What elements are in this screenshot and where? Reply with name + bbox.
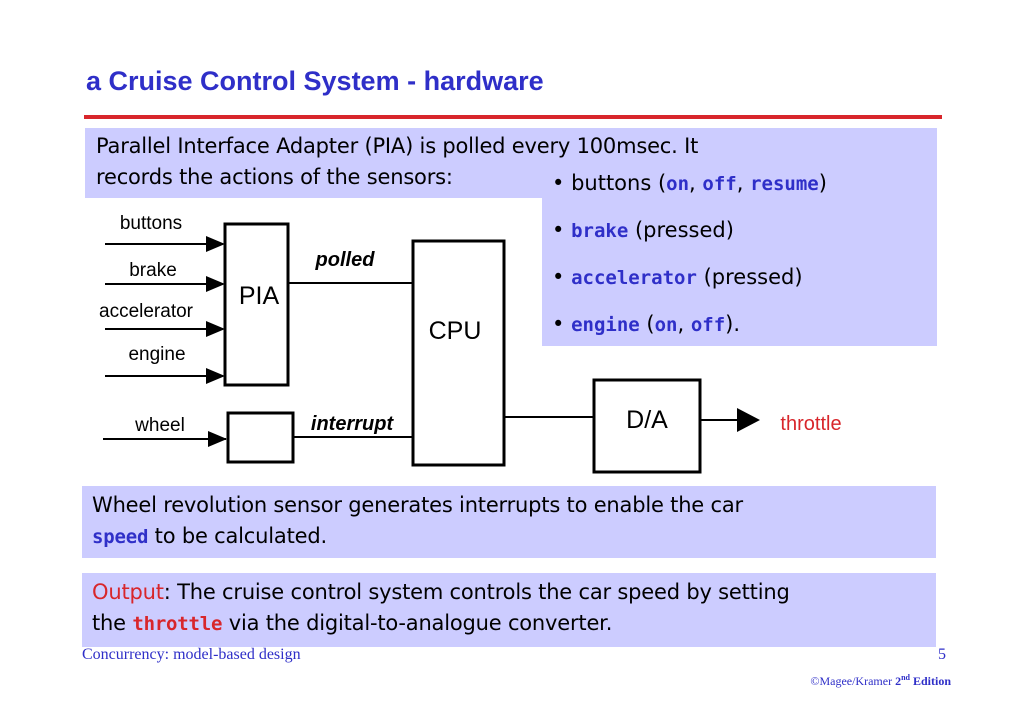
edition-suffix: nd (901, 673, 910, 682)
bullet-text: (pressed) (696, 265, 803, 289)
wheel-line-2: speed to be calculated. (92, 521, 327, 553)
pia-label: PIA (239, 282, 280, 310)
wheel-info-box (82, 486, 936, 558)
arrowhead-buttons (206, 236, 225, 252)
output-line-1-rest: : The cruise control system controls the… (163, 580, 790, 604)
output-label: Output (92, 580, 164, 604)
da-block (592, 378, 702, 474)
keyword-speed: speed (92, 526, 149, 548)
bullet-engine: • engine (on, off). (552, 312, 740, 336)
intro-line-1: Parallel Interface Adapter (PIA) is poll… (96, 134, 699, 158)
keyword-throttle: throttle (132, 613, 223, 635)
bullet-buttons: • buttons (on, off, resume) (552, 171, 827, 195)
keyword-resume: resume (750, 173, 819, 195)
bullet-marker: • (552, 218, 565, 242)
arrowhead-engine (206, 368, 225, 384)
bullet-box (542, 198, 937, 346)
label-wheel: wheel (134, 415, 185, 436)
edition-number: 2 (895, 674, 902, 688)
intro-line-2: records the actions of the sensors: (96, 165, 453, 189)
pia-block (223, 222, 290, 387)
bullet-accelerator: • accelerator (pressed) (552, 265, 803, 289)
footer-copyright: ©Magee/Kramer 2nd Edition (810, 673, 951, 689)
bullet-text: ). (725, 312, 741, 336)
keyword-accelerator: accelerator (571, 267, 697, 289)
keyword-brake: brake (571, 220, 629, 242)
bullet-marker: • (552, 265, 565, 289)
edition-word: Edition (912, 674, 951, 688)
throttle-label: throttle (780, 413, 841, 435)
intro-box (85, 128, 937, 198)
keyword-on: on (666, 173, 690, 195)
keyword-engine: engine (571, 314, 640, 336)
throttle-arrowhead (737, 408, 760, 432)
cpu-block (411, 239, 506, 467)
separator: , (677, 312, 691, 336)
title-divider (84, 115, 942, 119)
keyword-on: on (654, 314, 678, 336)
output-line-2-pre: the (92, 611, 133, 635)
output-info-box (82, 573, 936, 647)
wheel-line-1: Wheel revolution sensor generates interr… (92, 493, 743, 517)
bullet-text: ( (639, 312, 655, 336)
copyright-text: ©Magee/Kramer (810, 674, 893, 688)
wheel-line-2-rest: to be calculated. (148, 524, 327, 548)
bullet-marker: • (552, 171, 565, 195)
output-line-2: the throttle via the digital-to-analogue… (92, 608, 612, 640)
cpu-label: CPU (429, 317, 482, 345)
bullet-text: buttons ( (571, 171, 667, 195)
arrowhead-accelerator (206, 321, 225, 337)
bullet-text: (pressed) (628, 218, 734, 242)
slide-title: a Cruise Control System - hardware (86, 66, 544, 96)
label-brake: brake (129, 260, 177, 281)
arrowhead-brake (206, 276, 225, 292)
separator: , (736, 171, 751, 195)
bullet-text: ) (818, 171, 827, 195)
label-buttons: buttons (120, 213, 182, 234)
output-line-2-rest: via the digital-to-analogue converter. (222, 611, 613, 635)
interrupt-label: interrupt (311, 413, 395, 435)
separator: , (689, 171, 703, 195)
da-label: D/A (626, 406, 668, 434)
page-number: 5 (938, 646, 946, 663)
arrowhead-wheel (208, 431, 227, 447)
bullet-marker: • (552, 312, 565, 336)
label-engine: engine (128, 344, 185, 365)
bullet-brake: • brake (pressed) (552, 218, 734, 242)
keyword-off: off (690, 314, 726, 336)
label-accelerator: accelerator (99, 301, 194, 322)
polled-label: polled (315, 249, 376, 271)
keyword-off: off (702, 173, 737, 195)
output-line-1: Output: The cruise control system contro… (92, 577, 790, 608)
footer-course: Concurrency: model-based design (82, 646, 301, 663)
wheel-sensor-block (226, 411, 295, 464)
